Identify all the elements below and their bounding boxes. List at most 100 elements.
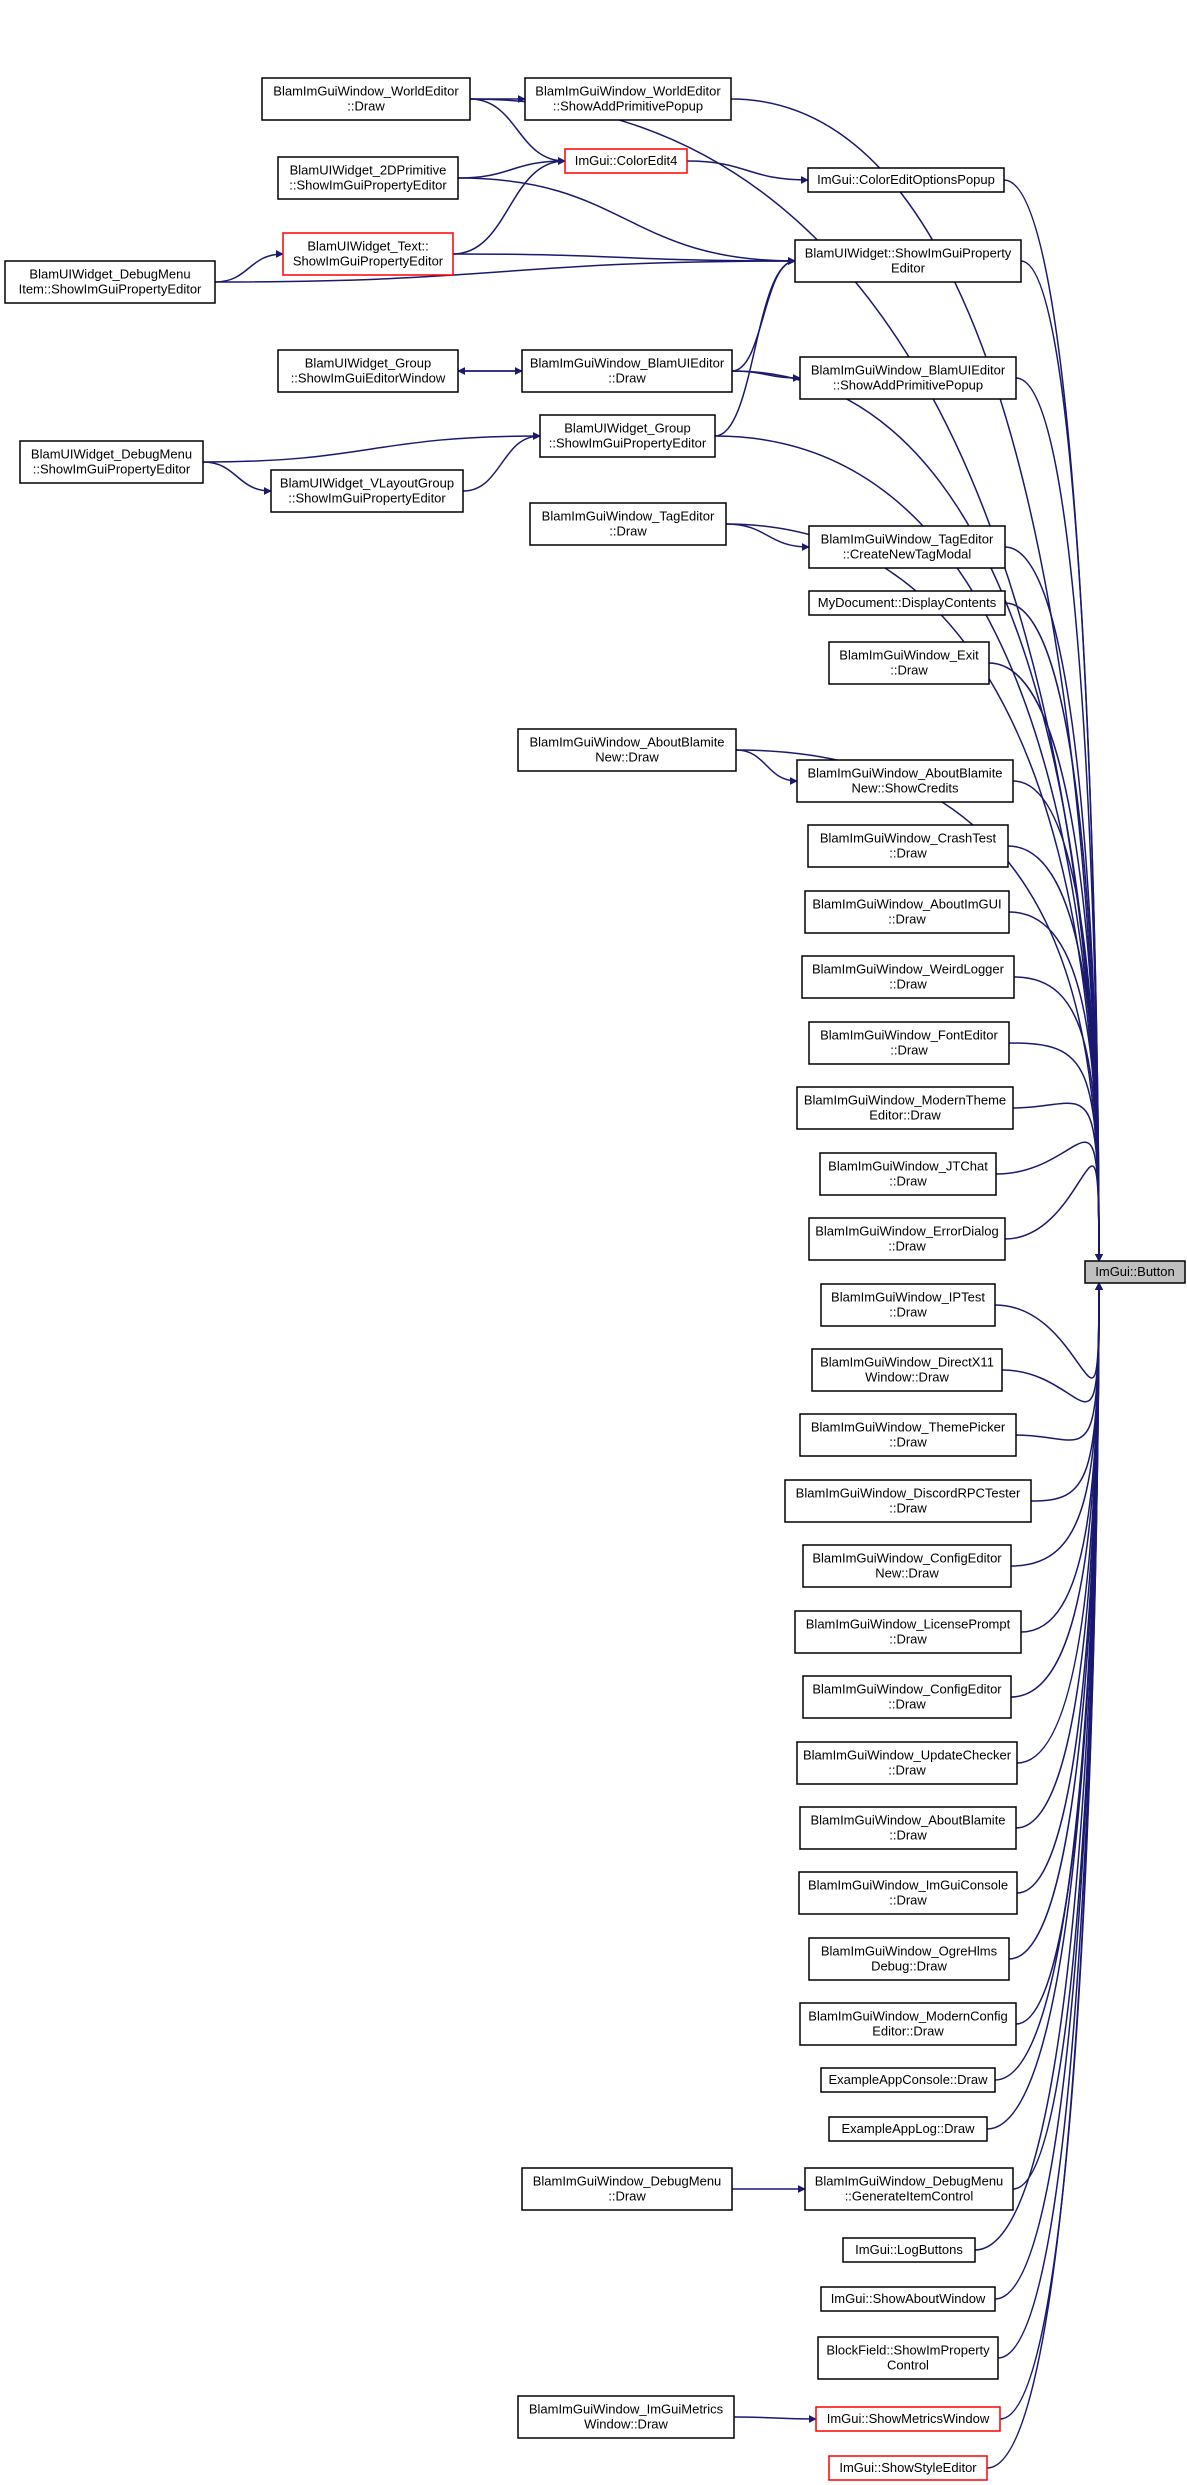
node-box-errordialog[interactable] (808, 1217, 1006, 1261)
node-box-aboutimgui[interactable] (804, 890, 1010, 934)
node-box-text_widget[interactable] (282, 232, 454, 276)
node-imguiconsole[interactable]: BlamImGuiWindow_ImGuiConsole::Draw (798, 1871, 1018, 1915)
node-themepicker[interactable]: BlamImGuiWindow_ThemePicker::Draw (799, 1413, 1017, 1457)
node-box-prim2d[interactable] (277, 156, 459, 200)
node-text_widget[interactable]: BlamUIWidget_Text::ShowImGuiPropertyEdit… (282, 232, 454, 276)
node-tageditor_draw[interactable]: BlamImGuiWindow_TagEditor::Draw (529, 502, 727, 546)
node-blamuieditor_draw[interactable]: BlamImGuiWindow_BlamUIEditor::Draw (521, 349, 733, 393)
node-box-crashtest[interactable] (807, 824, 1009, 868)
node-coloredit4[interactable]: ImGui::ColorEdit4 (564, 148, 688, 174)
node-discordrpc[interactable]: BlamImGuiWindow_DiscordRPCTester::Draw (784, 1479, 1032, 1523)
node-box-showabout[interactable] (820, 2286, 996, 2312)
node-box-worldeditor_showadd[interactable] (524, 77, 732, 121)
node-box-coloredit4[interactable] (564, 148, 688, 174)
node-tageditor_newtag[interactable]: BlamImGuiWindow_TagEditor::CreateNewTagM… (808, 525, 1006, 569)
node-debugmenu_gen[interactable]: BlamImGuiWindow_DebugMenu::GenerateItemC… (804, 2167, 1014, 2211)
node-box-mydocument[interactable] (808, 590, 1006, 616)
node-box-fonteditor[interactable] (808, 1021, 1010, 1065)
node-debugmenu_item[interactable]: BlamUIWidget_DebugMenuItem::ShowImGuiPro… (4, 260, 216, 304)
node-exit_draw[interactable]: BlamImGuiWindow_Exit::Draw (828, 641, 990, 685)
node-box-debugmenu_item[interactable] (4, 260, 216, 304)
node-box-imguiconsole[interactable] (798, 1871, 1018, 1915)
node-vlayout_prop[interactable]: BlamUIWidget_VLayoutGroup::ShowImGuiProp… (270, 469, 464, 513)
node-box-moderntheme[interactable] (796, 1086, 1014, 1130)
node-iptest[interactable]: BlamImGuiWindow_IPTest::Draw (820, 1283, 996, 1327)
node-box-iptest[interactable] (820, 1283, 996, 1327)
node-box-group_editorwindow[interactable] (277, 349, 459, 393)
node-box-showstyle[interactable] (828, 2455, 988, 2481)
node-uiwidget_showprop[interactable]: BlamUIWidget::ShowImGuiPropertyEditor (794, 239, 1022, 283)
node-licenseprompt[interactable]: BlamImGuiWindow_LicensePrompt::Draw (794, 1610, 1022, 1654)
node-box-debugmenu_draw[interactable] (521, 2167, 733, 2211)
node-group_prop[interactable]: BlamUIWidget_Group::ShowImGuiPropertyEdi… (539, 414, 716, 458)
node-box-aboutblamite[interactable] (799, 1806, 1017, 1850)
node-box-themepicker[interactable] (799, 1413, 1017, 1457)
node-box-imguimetrics_draw[interactable] (517, 2395, 735, 2439)
node-box-debugmenu_prop[interactable] (19, 440, 204, 484)
node-box-showmetrics[interactable] (815, 2406, 1001, 2432)
node-jtchat[interactable]: BlamImGuiWindow_JTChat::Draw (819, 1152, 997, 1196)
node-box-group_prop[interactable] (539, 414, 716, 458)
node-errordialog[interactable]: BlamImGuiWindow_ErrorDialog::Draw (808, 1217, 1006, 1261)
node-fonteditor[interactable]: BlamImGuiWindow_FontEditor::Draw (808, 1021, 1010, 1065)
node-box-logbuttons[interactable] (842, 2237, 976, 2263)
node-box-modernconfig[interactable] (799, 2002, 1017, 2046)
node-box-jtchat[interactable] (819, 1152, 997, 1196)
node-box-debugmenu_gen[interactable] (804, 2167, 1014, 2211)
node-box-configeditornew[interactable] (802, 1544, 1012, 1588)
node-box-blamuieditor_draw[interactable] (521, 349, 733, 393)
node-configeditor[interactable]: BlamImGuiWindow_ConfigEditor::Draw (802, 1675, 1012, 1719)
node-worldeditor_draw[interactable]: BlamImGuiWindow_WorldEditor::Draw (261, 77, 471, 121)
node-button[interactable]: ImGui::Button (1084, 1260, 1186, 1284)
node-showmetrics[interactable]: ImGui::ShowMetricsWindow (815, 2406, 1001, 2432)
node-box-updatechecker[interactable] (796, 1741, 1018, 1785)
node-box-ogrehlms[interactable] (808, 1937, 1010, 1981)
node-debugmenu_draw[interactable]: BlamImGuiWindow_DebugMenu::Draw (521, 2167, 733, 2211)
node-aboutnew_credits[interactable]: BlamImGuiWindow_AboutBlamiteNew::ShowCre… (796, 759, 1014, 803)
node-examplelog[interactable]: ExampleAppLog::Draw (828, 2116, 988, 2142)
node-updatechecker[interactable]: BlamImGuiWindow_UpdateChecker::Draw (796, 1741, 1018, 1785)
node-box-uiwidget_showprop[interactable] (794, 239, 1022, 283)
node-box-tageditor_newtag[interactable] (808, 525, 1006, 569)
node-box-discordrpc[interactable] (784, 1479, 1032, 1523)
node-box-examplelog[interactable] (828, 2116, 988, 2142)
node-box-aboutnew_credits[interactable] (796, 759, 1014, 803)
node-aboutblamite[interactable]: BlamImGuiWindow_AboutBlamite::Draw (799, 1806, 1017, 1850)
node-box-button[interactable] (1084, 1260, 1186, 1284)
node-crashtest[interactable]: BlamImGuiWindow_CrashTest::Draw (807, 824, 1009, 868)
node-box-blockfield[interactable] (817, 2336, 999, 2380)
node-group_editorwindow[interactable]: BlamUIWidget_Group::ShowImGuiEditorWindo… (277, 349, 459, 393)
node-blamuieditor_showadd[interactable]: BlamImGuiWindow_BlamUIEditor::ShowAddPri… (799, 356, 1017, 400)
node-box-aboutnew_draw[interactable] (517, 728, 737, 772)
node-box-directx11[interactable] (811, 1348, 1003, 1392)
node-logbuttons[interactable]: ImGui::LogButtons (842, 2237, 976, 2263)
node-coloreditoptions[interactable]: ImGui::ColorEditOptionsPopup (807, 167, 1005, 193)
node-worldeditor_showadd[interactable]: BlamImGuiWindow_WorldEditor::ShowAddPrim… (524, 77, 732, 121)
node-box-licenseprompt[interactable] (794, 1610, 1022, 1654)
node-box-tageditor_draw[interactable] (529, 502, 727, 546)
node-showabout[interactable]: ImGui::ShowAboutWindow (820, 2286, 996, 2312)
node-box-blamuieditor_showadd[interactable] (799, 356, 1017, 400)
node-box-weirdlogger[interactable] (801, 955, 1015, 999)
node-aboutimgui[interactable]: BlamImGuiWindow_AboutImGUI::Draw (804, 890, 1010, 934)
node-prim2d[interactable]: BlamUIWidget_2DPrimitive::ShowImGuiPrope… (277, 156, 459, 200)
node-box-vlayout_prop[interactable] (270, 469, 464, 513)
node-box-configeditor[interactable] (802, 1675, 1012, 1719)
node-debugmenu_prop[interactable]: BlamUIWidget_DebugMenu::ShowImGuiPropert… (19, 440, 204, 484)
node-box-exit_draw[interactable] (828, 641, 990, 685)
node-box-exampleconsole[interactable] (820, 2067, 996, 2093)
node-box-worldeditor_draw[interactable] (261, 77, 471, 121)
node-mydocument[interactable]: MyDocument::DisplayContents (808, 590, 1006, 616)
node-showstyle[interactable]: ImGui::ShowStyleEditor (828, 2455, 988, 2481)
node-box-coloreditoptions[interactable] (807, 167, 1005, 193)
node-exampleconsole[interactable]: ExampleAppConsole::Draw (820, 2067, 996, 2093)
node-weirdlogger[interactable]: BlamImGuiWindow_WeirdLogger::Draw (801, 955, 1015, 999)
